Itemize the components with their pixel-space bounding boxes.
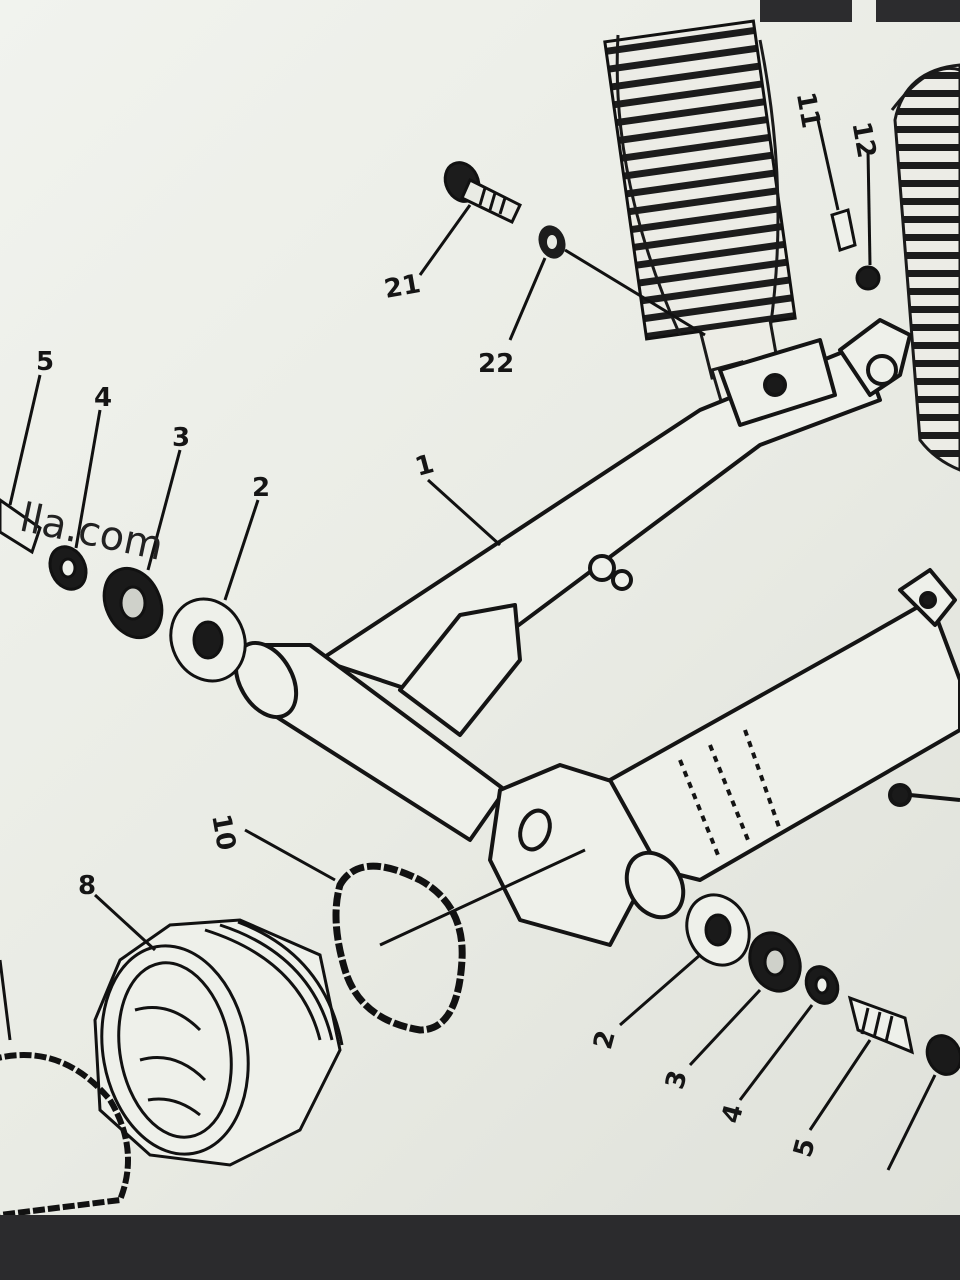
shock-washer <box>538 225 566 259</box>
cross-brace <box>398 603 522 737</box>
leader-3-bottom <box>688 988 762 1067</box>
upper-bracket-hole <box>763 373 787 397</box>
drive-shaft-output <box>624 850 686 920</box>
leader-12 <box>866 149 872 266</box>
shock-bolt <box>443 161 522 225</box>
leader-11 <box>816 119 840 211</box>
corner-tab-right <box>876 0 960 22</box>
callout-12: 12 <box>845 120 881 161</box>
corner-tab-left <box>760 0 852 22</box>
drive-shaft-tube <box>608 598 960 882</box>
callout-2-bottom: 2 <box>588 1027 622 1052</box>
callout-8: 8 <box>78 871 96 901</box>
leader-10 <box>244 828 336 882</box>
callout-5-top: 5 <box>36 347 54 377</box>
callout-11: 11 <box>790 90 826 131</box>
callout-2-top: 2 <box>252 473 270 503</box>
callout-1: 1 <box>412 449 437 483</box>
callout-3-bottom: 3 <box>660 1067 694 1092</box>
pivot-shaft-5-left <box>0 498 42 555</box>
leader-21 <box>418 204 472 276</box>
callout-5-bottom: 5 <box>788 1135 822 1160</box>
leader-4-bottom <box>738 1004 814 1101</box>
leader-4-top <box>74 409 102 549</box>
leader-2-top <box>223 499 260 601</box>
callout-4-top: 4 <box>94 383 112 413</box>
callout-4-bottom: 4 <box>716 1101 750 1126</box>
rubber-boot-8 <box>93 918 344 1167</box>
drain-bolt <box>888 783 912 807</box>
callout-21: 21 <box>382 269 423 305</box>
leader-1 <box>426 478 502 547</box>
bolt-11 <box>830 208 857 252</box>
watermark-text: lla.com <box>16 495 167 570</box>
leader-left-edge <box>0 959 12 1041</box>
bolt-axis-line <box>564 248 706 337</box>
leader-bottom-right <box>886 1074 937 1171</box>
large-o-ring <box>0 1052 131 1215</box>
leader-8 <box>93 893 157 952</box>
o-ring-10 <box>332 862 466 1034</box>
callout-3-top: 3 <box>172 423 190 453</box>
leader-2-bottom <box>619 953 701 1027</box>
bolt-shank <box>460 177 522 225</box>
leader-lines <box>0 119 937 1171</box>
rear-shock-absorber <box>603 19 797 420</box>
shock-spring-edge-left <box>615 34 682 336</box>
leader-5-bottom <box>808 1039 872 1131</box>
swingarm <box>233 318 960 947</box>
flange-hole <box>518 808 552 852</box>
leader-3-top <box>146 449 182 571</box>
callout-22: 22 <box>478 349 514 379</box>
second-shock-absorber <box>890 63 960 472</box>
swingarm-exploded-diagram: 1 2 3 4 5 21 22 11 12 2 3 4 5 10 8 lla.c… <box>0 19 960 1215</box>
photo-of-screen: 1 2 3 4 5 21 22 11 12 2 3 4 5 10 8 lla.c… <box>0 0 960 1215</box>
pivot-shaft-5-right <box>847 995 915 1055</box>
left-bearing-stack <box>0 498 247 683</box>
callout-numbers: 1 2 3 4 5 21 22 11 12 2 3 4 5 10 8 <box>36 90 881 1161</box>
leader-5-top <box>8 374 42 506</box>
grease-nipple <box>588 554 616 582</box>
callout-10: 10 <box>205 812 241 853</box>
monitor-bezel <box>0 1215 960 1280</box>
right-bearing-stack <box>685 893 960 1076</box>
center-line-flange <box>379 848 586 947</box>
nut-12 <box>855 265 881 291</box>
parts-11-12 <box>830 208 881 291</box>
leader-22 <box>508 257 547 341</box>
shock-spring-edge-right <box>758 39 780 331</box>
